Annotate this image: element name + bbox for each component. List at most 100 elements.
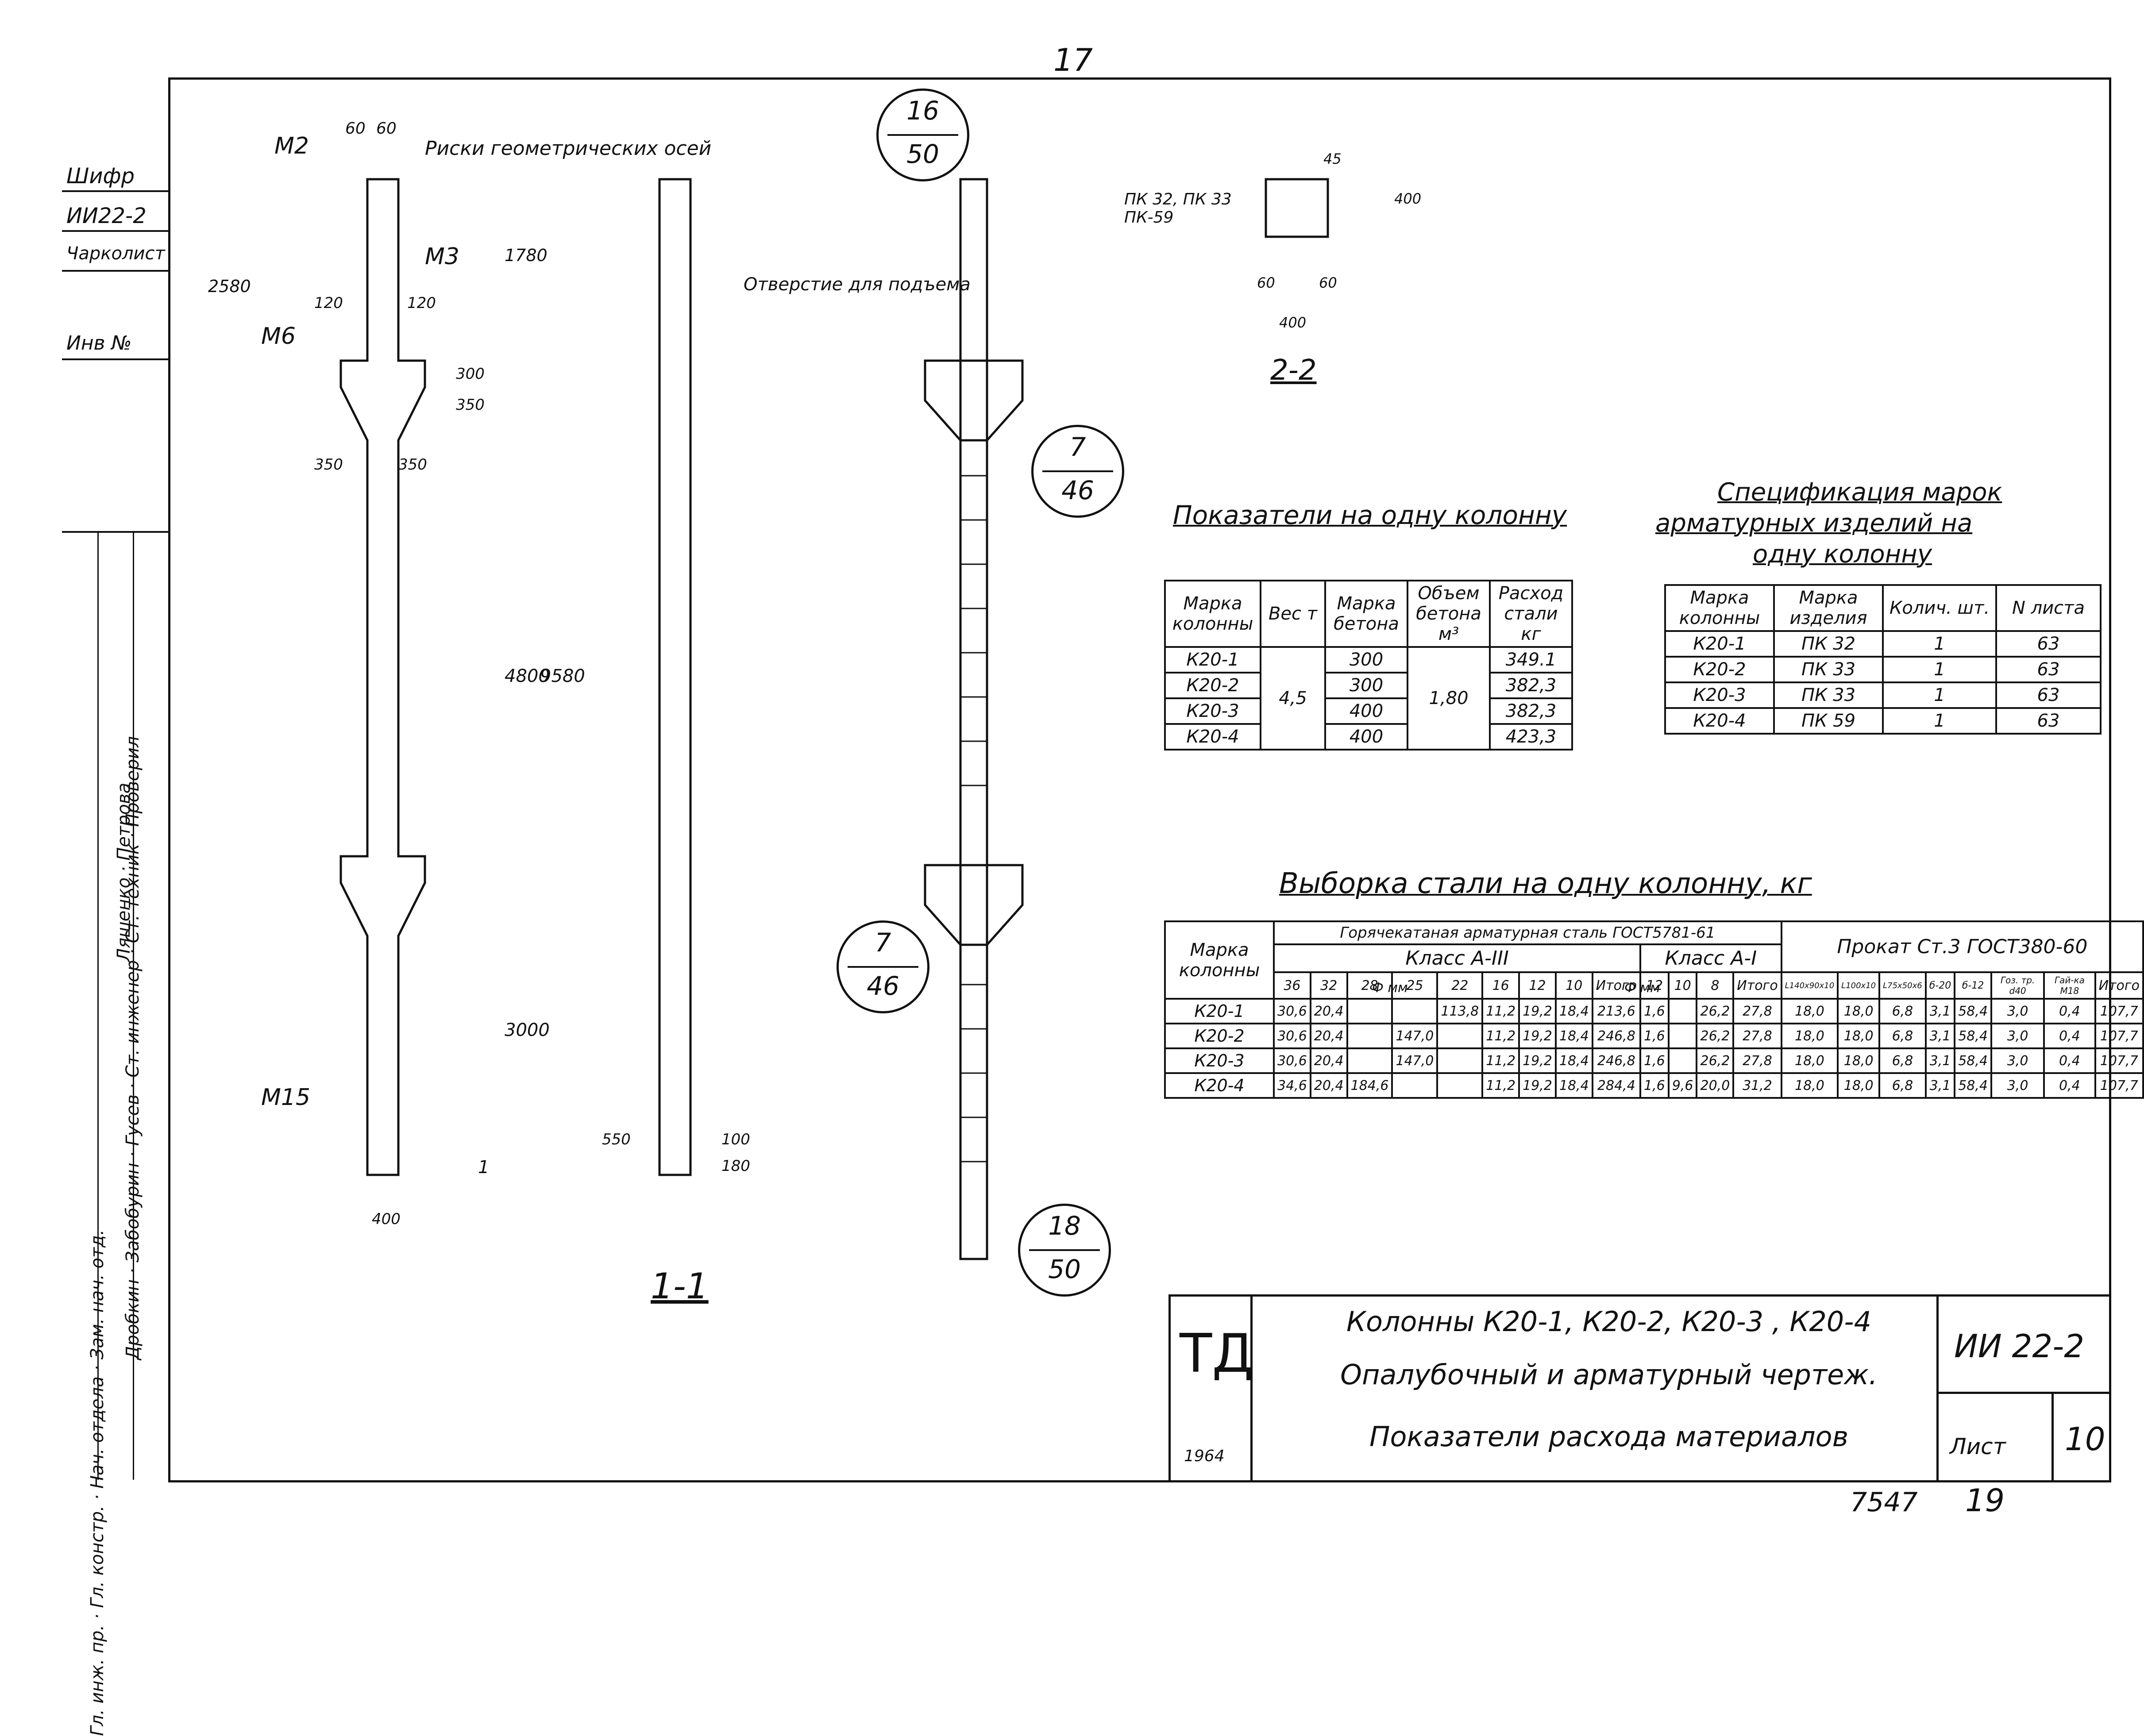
table-cell: 27,8 bbox=[1732, 998, 1782, 1024]
table-cell: 26,2 bbox=[1696, 998, 1735, 1024]
title-year: 1964 bbox=[1184, 1447, 1225, 1465]
table-cell bbox=[1667, 1023, 1698, 1049]
table-cell: 3,0 bbox=[1990, 1072, 2045, 1099]
axis-marks-label: Риски геометрических осей bbox=[425, 137, 712, 160]
logo-td: ТД bbox=[1180, 1323, 1254, 1385]
sidebar-roles-bottom: Гл. инж. пр. · Гл. констр. · Нач. отдела… bbox=[87, 1229, 108, 1736]
title-block: ТД 1964 Колонны К20-1, К20-2, К20-3 , К2… bbox=[1168, 1294, 2109, 1480]
title-line-3: Показатели расхода материалов bbox=[1369, 1420, 1849, 1453]
table-cell: 1,6 bbox=[1639, 1047, 1670, 1074]
table-cell: 19,2 bbox=[1518, 1072, 1557, 1099]
sidebar-label-3: Инв № bbox=[66, 332, 132, 354]
section-2-2-dim-3: 60 bbox=[1319, 274, 1337, 291]
table-cell: 11,2 bbox=[1481, 1072, 1520, 1099]
table-cell: 30,6 bbox=[1273, 1047, 1311, 1074]
row-mark: К20-1 bbox=[1164, 998, 1275, 1024]
table-cell: 58,4 bbox=[1954, 1047, 1993, 1074]
section-2-2-label: 2-2 bbox=[1270, 354, 1317, 387]
sidebar-label-1: ИИ22-2 bbox=[66, 204, 147, 228]
reinforcement-cage bbox=[959, 178, 988, 1260]
bottom-note-0: 7547 bbox=[1850, 1487, 1918, 1518]
table-cell: 26,2 bbox=[1696, 1023, 1735, 1049]
table-cell bbox=[1346, 998, 1393, 1024]
table-cell: 6,8 bbox=[1878, 1047, 1927, 1074]
steel-title: Выборка стали на одну колонну, кг bbox=[1279, 867, 1812, 900]
mark-m6: М6 bbox=[261, 323, 296, 350]
table-cell: 107,7 bbox=[2094, 1047, 2144, 1074]
bottom-note-1: 19 bbox=[1965, 1482, 2005, 1519]
table-cell: 246,8 bbox=[1591, 1047, 1642, 1074]
table-cell: 18,4 bbox=[1554, 1072, 1593, 1099]
spec-title-0: Спецификация марок bbox=[1717, 478, 2002, 507]
drawing-code: ИИ 22-2 bbox=[1954, 1328, 2085, 1365]
table-cell: 147,0 bbox=[1391, 1047, 1438, 1074]
corbel-cage-top bbox=[924, 359, 1024, 442]
table-cell: 284,4 bbox=[1591, 1072, 1642, 1099]
table-cell: 26,2 bbox=[1696, 1047, 1735, 1074]
drawing-frame bbox=[168, 77, 2111, 1482]
row-mark: К20-4 bbox=[1164, 1072, 1275, 1099]
column-drawings bbox=[339, 178, 1329, 1260]
page-number: 17 bbox=[1053, 42, 1093, 78]
sidebar-names-top: Ляшенко · Петрова bbox=[114, 782, 134, 962]
table-cell bbox=[1391, 1072, 1438, 1099]
table-cell: 19,2 bbox=[1518, 1047, 1557, 1074]
sheet-label: Лист bbox=[1950, 1434, 2006, 1459]
table-cell: 11,2 bbox=[1481, 1047, 1520, 1074]
table-cell: 20,4 bbox=[1309, 1047, 1348, 1074]
mark-m3: М3 bbox=[425, 243, 459, 270]
table-cell: 34,6 bbox=[1273, 1072, 1311, 1099]
row-mark: К20-3 bbox=[1164, 1047, 1275, 1074]
table-cell: 18,0 bbox=[1837, 1072, 1881, 1099]
table-cell bbox=[1436, 1072, 1484, 1099]
table-cell: 3,0 bbox=[1990, 998, 2045, 1024]
sidebar-stamp: Шифр ИИ22-2 Чарколист Инв № Гл. инж. пр.… bbox=[62, 155, 168, 1736]
indicators-title: Показатели на одну колонну bbox=[1173, 500, 1567, 530]
table-cell: 20,4 bbox=[1309, 1023, 1348, 1049]
table-cell bbox=[1391, 998, 1438, 1024]
table-cell: 0,4 bbox=[2043, 1047, 2096, 1074]
table-cell: 147,0 bbox=[1391, 1023, 1438, 1049]
table-cell: 3,0 bbox=[1990, 1023, 2045, 1049]
table-cell bbox=[1346, 1023, 1393, 1049]
dims-section-1-1: 60 60 2580 1780 120 120 300 350 350 350 … bbox=[208, 119, 750, 1228]
table-cell: 19,2 bbox=[1518, 998, 1557, 1024]
table-cell: 1,6 bbox=[1639, 998, 1670, 1024]
table-cell: 18,0 bbox=[1780, 1023, 1839, 1049]
table-cell: 6,8 bbox=[1878, 1072, 1927, 1099]
table-cell: 27,8 bbox=[1732, 1023, 1782, 1049]
table-cell: 30,6 bbox=[1273, 1023, 1311, 1049]
table-cell: 107,7 bbox=[2094, 1023, 2144, 1049]
table-cell: 18,0 bbox=[1780, 998, 1839, 1024]
table-cell: 18,0 bbox=[1837, 998, 1881, 1024]
table-cell: 6,8 bbox=[1878, 998, 1927, 1024]
table-cell: 107,7 bbox=[2094, 998, 2144, 1024]
table-cell bbox=[1436, 1047, 1484, 1074]
table-cell: 18,0 bbox=[1780, 1072, 1839, 1099]
phi-mm-a1: Ф мм bbox=[1624, 980, 1660, 996]
column-front-elevation bbox=[339, 178, 426, 1176]
column-side-elevation bbox=[658, 178, 692, 1176]
table-cell: 246,8 bbox=[1591, 1023, 1642, 1049]
table-cell: 213,6 bbox=[1591, 998, 1642, 1024]
table-row: Марка колонны Горячекатаная арматурная с… bbox=[1164, 920, 2144, 1000]
sidebar-label-0: Шифр bbox=[66, 164, 135, 189]
title-line-1: Колонны К20-1, К20-2, К20-3 , К20-4 bbox=[1346, 1305, 1872, 1338]
table-cell: 1,6 bbox=[1639, 1072, 1670, 1099]
table-cell bbox=[1667, 998, 1698, 1024]
table-cell: 113,8 bbox=[1436, 998, 1484, 1024]
table-cell: 0,4 bbox=[2043, 998, 2096, 1024]
